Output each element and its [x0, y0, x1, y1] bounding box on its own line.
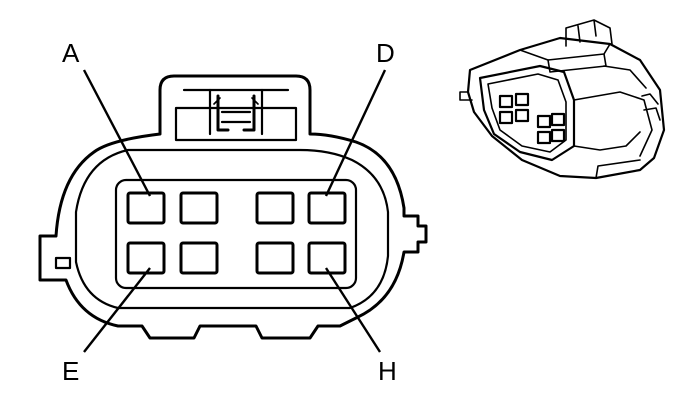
pin-cavity-c: [255, 191, 295, 225]
pin-cavity-g: [255, 241, 295, 275]
iso-cavity-2: [514, 92, 530, 107]
housing-inner-outline: [74, 148, 390, 310]
cavity-frame: [114, 178, 358, 290]
leader-line-d: [324, 69, 387, 197]
iso-cavity-7: [536, 130, 552, 145]
pin-cavity-b: [179, 191, 219, 225]
pin-label-e: E: [62, 356, 79, 386]
connector-face-view: A D E H: [38, 38, 428, 386]
iso-cavity-6: [514, 108, 530, 123]
housing-outline: [38, 74, 428, 340]
iso-latch: [565, 19, 613, 47]
pin-cavity-h: [307, 241, 347, 275]
iso-cavity-8: [550, 128, 566, 143]
pin-label-d: D: [376, 38, 395, 68]
pin-label-h: H: [378, 356, 397, 386]
leader-line-h: [324, 267, 382, 353]
pin-cavity-e: [126, 241, 166, 275]
pin-cavity-f: [179, 241, 219, 275]
iso-cavity-4: [550, 112, 566, 127]
pin-cavity-a: [126, 191, 166, 225]
pin-label-a: A: [62, 38, 80, 68]
pin-cavity-d: [307, 191, 347, 225]
leader-line-e: [83, 267, 151, 353]
iso-face-frame: [478, 64, 576, 162]
iso-cavity-1: [498, 94, 514, 109]
latch: [174, 88, 298, 142]
iso-body: [466, 36, 666, 180]
connector-isometric-view: [459, 19, 666, 180]
side-key: [54, 256, 72, 270]
iso-cavity-5: [498, 110, 514, 125]
leader-line-a: [82, 69, 152, 197]
iso-cavity-3: [536, 114, 552, 129]
